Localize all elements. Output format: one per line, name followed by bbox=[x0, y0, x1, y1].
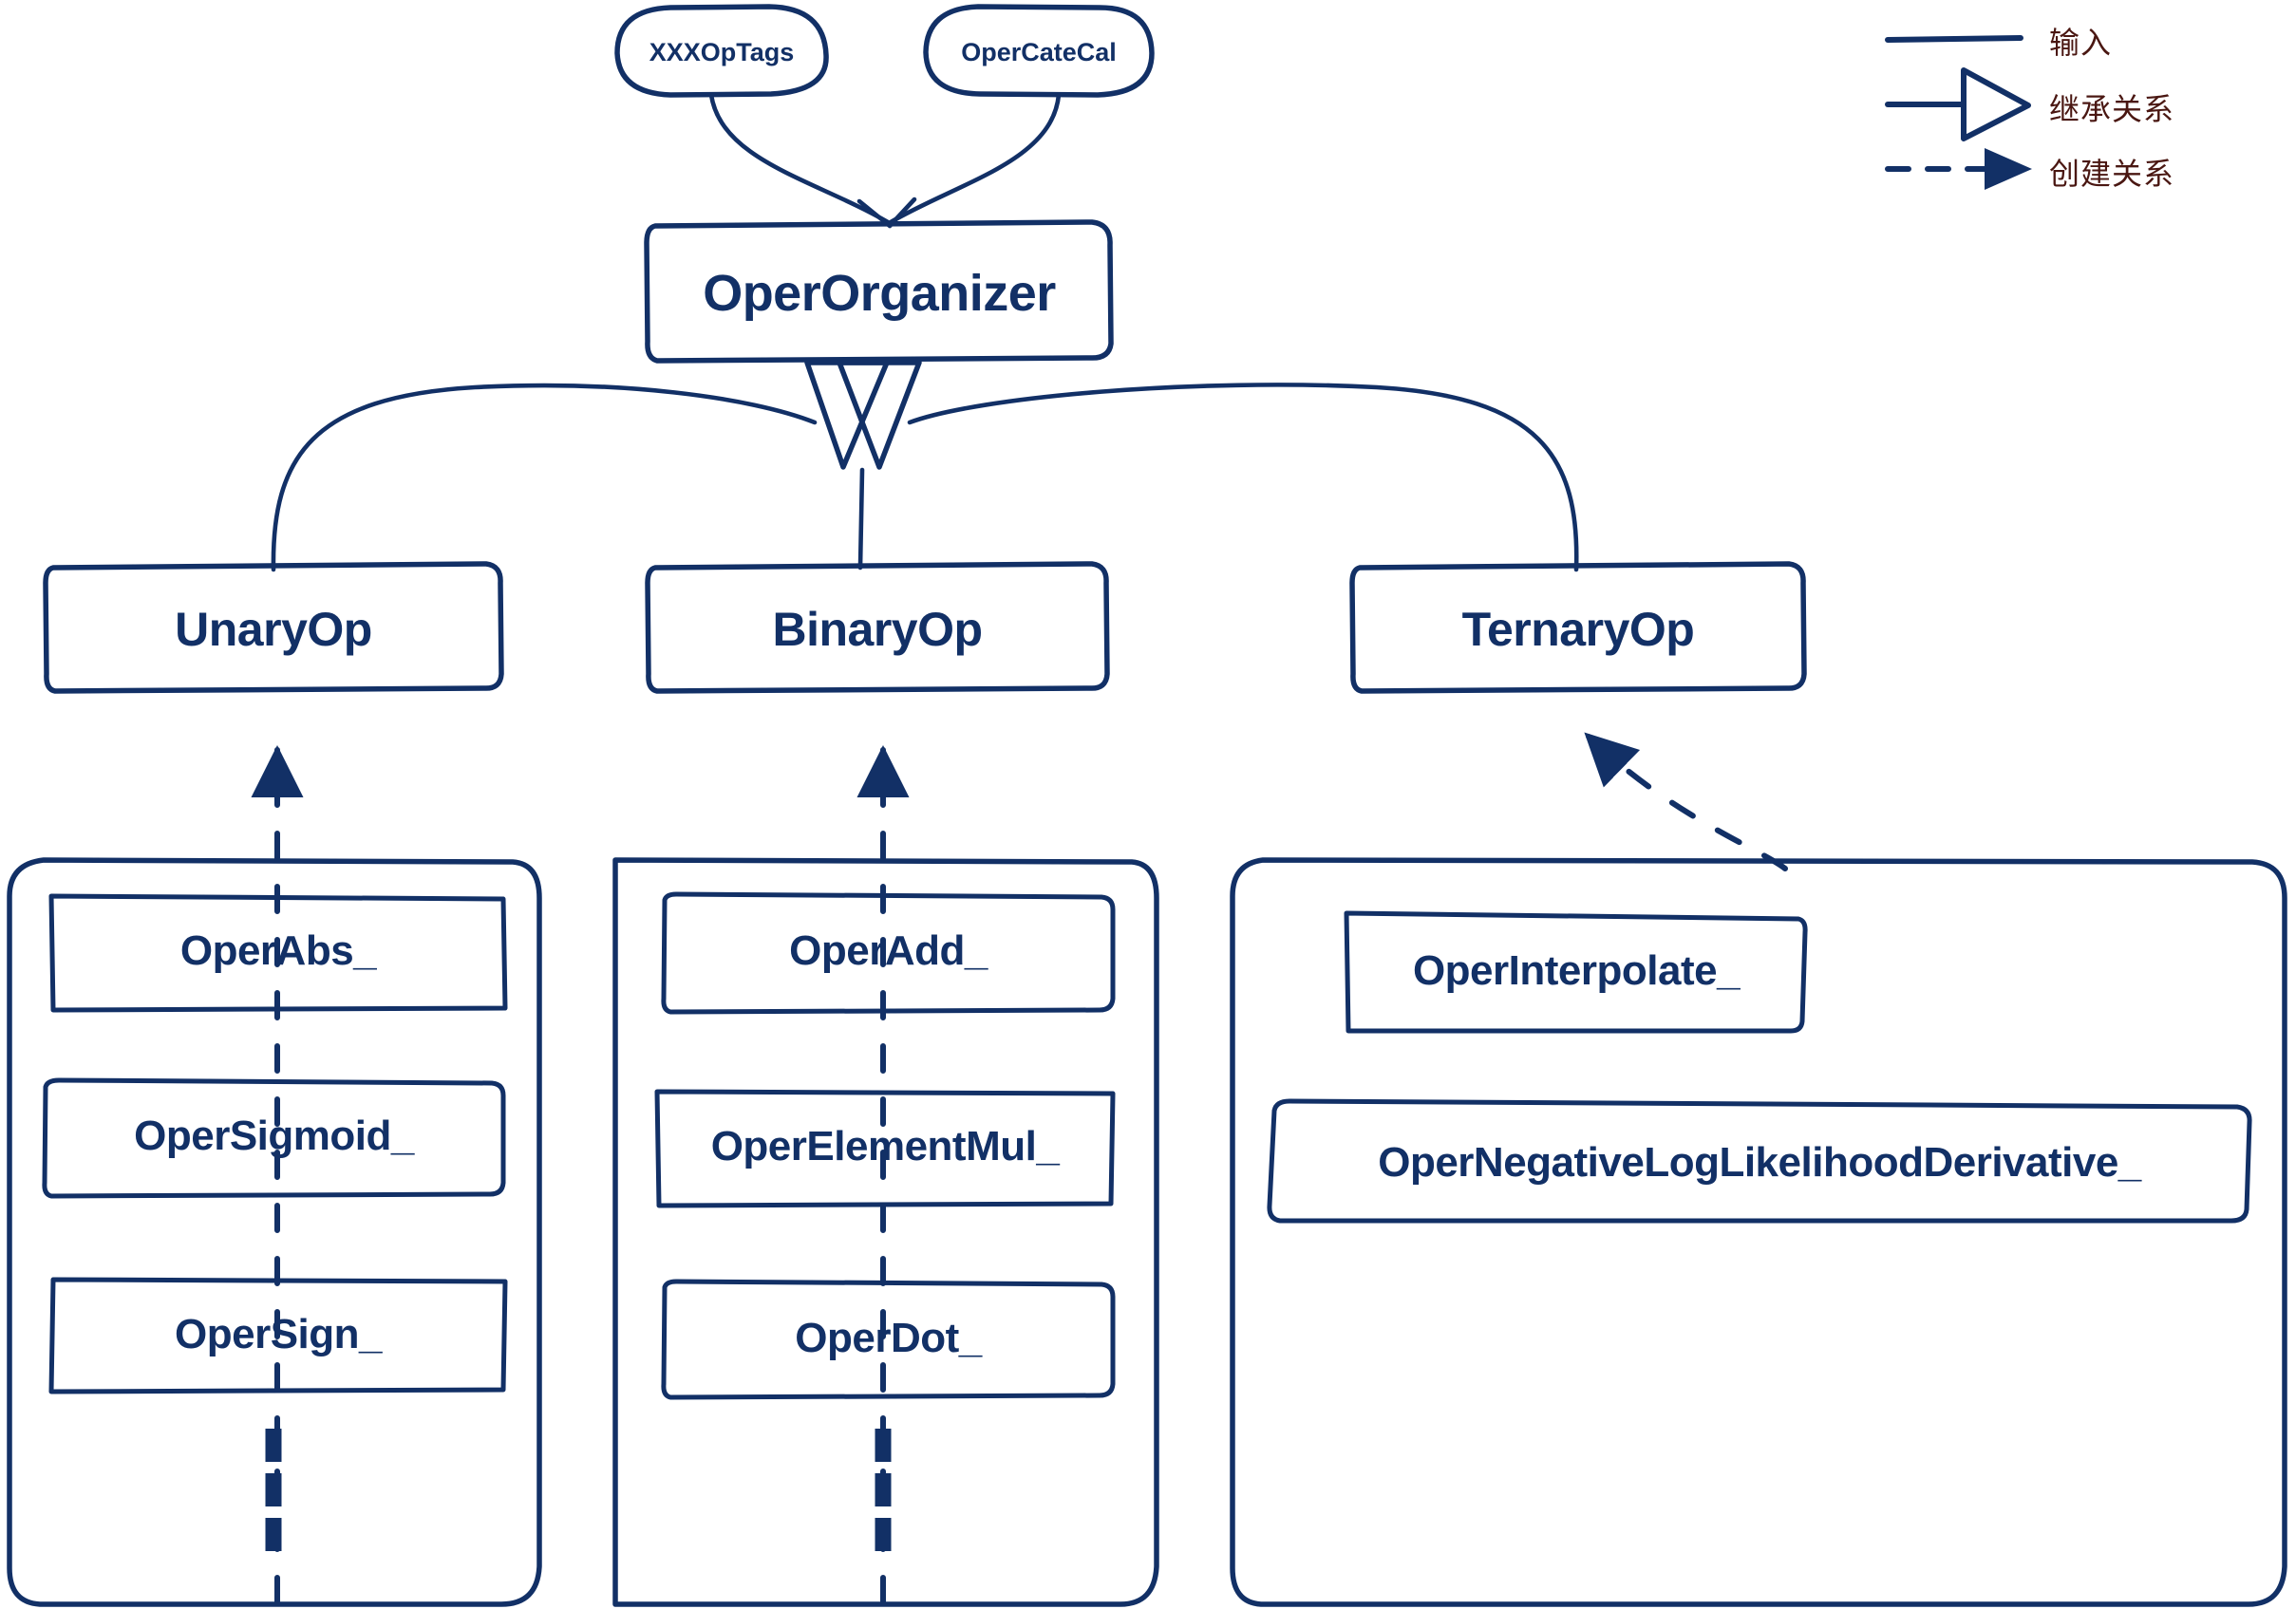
legend-inheritance-triangle bbox=[1961, 67, 2031, 141]
inheritance-triangle-head-2 bbox=[837, 360, 922, 470]
edge-opercatecal-to-operorganizer bbox=[888, 92, 1062, 225]
node-ternaryop-shape bbox=[1349, 561, 1807, 694]
legend-input-label: 输入 bbox=[2049, 25, 2113, 61]
node-operdot-shape bbox=[661, 1279, 1116, 1400]
legend-input-line bbox=[1885, 35, 2023, 43]
node-opersign-shape bbox=[48, 1277, 508, 1394]
node-operorganizer-shape bbox=[644, 219, 1114, 364]
node-opersigmoid-shape bbox=[42, 1077, 506, 1199]
group-ternary-container bbox=[1230, 857, 2287, 1607]
node-opercatecal-shape bbox=[923, 4, 1155, 98]
node-operadd-shape bbox=[661, 891, 1116, 1015]
node-xxxoptags-shape bbox=[614, 4, 829, 98]
edge-xxxoptags-to-operorganizer bbox=[708, 92, 891, 225]
node-binaryop-shape bbox=[645, 561, 1110, 694]
legend-creation-arrowhead bbox=[1985, 148, 2032, 190]
legend-inheritance-label: 继承关系 bbox=[2049, 91, 2175, 127]
group-binary-container bbox=[612, 857, 1159, 1607]
node-opernll-shape bbox=[1267, 1098, 2252, 1224]
node-operabs-shape bbox=[48, 893, 508, 1013]
node-operinterpolate-shape bbox=[1344, 910, 1808, 1034]
node-operelementmul-shape bbox=[654, 1089, 1116, 1208]
edge-ternary-group-create-ternaryop bbox=[1584, 732, 1788, 871]
node-unaryop-shape bbox=[43, 561, 504, 694]
group-unary-container bbox=[7, 857, 542, 1607]
edge-ternaryop-to-operorganizer bbox=[907, 383, 1579, 572]
edge-unaryop-to-operorganizer bbox=[271, 383, 818, 572]
legend-creation-label: 创建关系 bbox=[2049, 156, 2175, 192]
edge-binaryop-to-operorganizer bbox=[857, 467, 865, 571]
